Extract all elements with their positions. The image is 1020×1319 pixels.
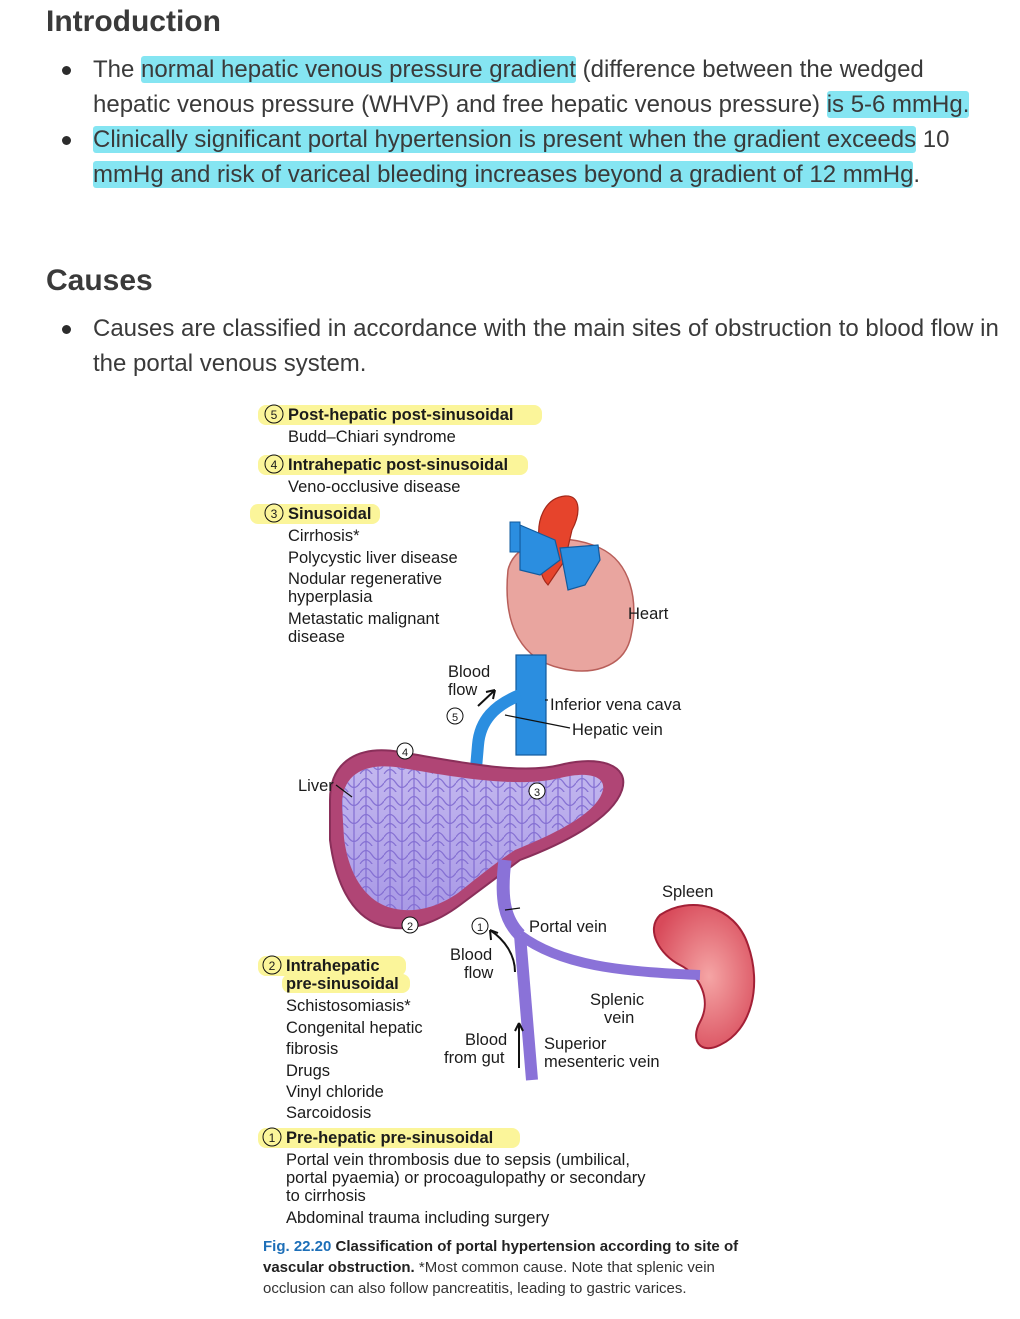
spleen-illustration bbox=[653, 904, 756, 1050]
list-item: Causes are classified in accordance with… bbox=[56, 311, 1006, 381]
causes-heading: Causes bbox=[46, 264, 153, 297]
site-markers: 4 5 3 2 1 bbox=[396, 707, 546, 935]
svg-text:2: 2 bbox=[407, 921, 413, 933]
category-item: Metastatic malignant bbox=[288, 610, 440, 628]
introduction-list: The normal hepatic venous pressure gradi… bbox=[56, 52, 1006, 192]
highlighted-text: mmHg and risk of variceal bleeding incre… bbox=[93, 161, 914, 188]
list-item: The normal hepatic venous pressure gradi… bbox=[56, 52, 1006, 122]
portal-vein bbox=[496, 859, 525, 940]
heart-label: Heart bbox=[628, 605, 669, 623]
number-3-icon bbox=[264, 503, 284, 523]
blood-from-gut-label: from gut bbox=[444, 1049, 505, 1067]
blood-flow-label: Blood bbox=[450, 946, 492, 964]
smv-label: Superior bbox=[544, 1035, 607, 1053]
bullet-icon bbox=[62, 325, 71, 334]
svg-text:2: 2 bbox=[269, 959, 276, 973]
category-highlights bbox=[250, 405, 542, 1148]
hepatic-vein-label: Hepatic vein bbox=[572, 721, 663, 739]
splenic-vein-label: Splenic bbox=[590, 991, 644, 1009]
bullet-icon bbox=[62, 66, 71, 75]
portal-vein-label: Portal vein bbox=[529, 918, 607, 936]
blood-from-gut-label: Blood bbox=[465, 1031, 507, 1049]
number-2-icon bbox=[262, 955, 282, 975]
category-title: pre-sinusoidal bbox=[286, 975, 399, 993]
category-title: Intrahepatic bbox=[286, 957, 380, 975]
flow-arrows bbox=[477, 689, 524, 1068]
blood-flow-label: Blood bbox=[448, 663, 490, 681]
highlighted-text: is 5-6 mmHg. bbox=[826, 91, 970, 118]
liver-label: Liver bbox=[298, 777, 334, 795]
leader-lines bbox=[335, 699, 571, 911]
splenic-vein-label: vein bbox=[604, 1009, 634, 1027]
bullet-icon bbox=[62, 136, 71, 145]
splenic-vein bbox=[517, 930, 701, 980]
superior-mesenteric-vein bbox=[514, 934, 538, 1081]
svg-text:4: 4 bbox=[271, 458, 278, 472]
svg-text:1: 1 bbox=[477, 922, 483, 934]
hepatic-vein bbox=[469, 689, 523, 781]
highlighted-text: Clinically significant portal hypertensi… bbox=[93, 126, 917, 153]
smv-label: mesenteric vein bbox=[544, 1053, 660, 1071]
category-item: Cirrhosis* bbox=[288, 527, 360, 545]
category-item: disease bbox=[288, 628, 345, 646]
category-title: Intrahepatic post-sinusoidal bbox=[288, 456, 508, 474]
blood-flow-label: flow bbox=[464, 964, 493, 982]
category-item: hyperplasia bbox=[288, 588, 373, 606]
category-title: Pre-hepatic pre-sinusoidal bbox=[286, 1129, 493, 1147]
highlighted-text: normal hepatic venous pressure gradient bbox=[141, 56, 576, 83]
svg-text:4: 4 bbox=[402, 747, 408, 759]
inferior-vena-cava bbox=[515, 654, 547, 756]
ivc-label: Inferior vena cava bbox=[550, 696, 682, 714]
category-title: Post-hepatic post-sinusoidal bbox=[288, 406, 514, 424]
category-item: to cirrhosis bbox=[286, 1187, 366, 1205]
svg-text:3: 3 bbox=[271, 507, 278, 521]
category-item: Vinyl chloride bbox=[286, 1083, 384, 1101]
heart-illustration bbox=[506, 495, 635, 672]
category-item: Polycystic liver disease bbox=[288, 549, 458, 567]
causes-list: Causes are classified in accordance with… bbox=[56, 311, 1006, 381]
caption-note: *Most common cause. Note that splenic ve… bbox=[263, 1259, 715, 1297]
category-title: Sinusoidal bbox=[288, 505, 371, 523]
category-item: Portal vein thrombosis due to sepsis (um… bbox=[286, 1151, 630, 1169]
svg-text:3: 3 bbox=[534, 787, 540, 799]
figure-caption: Fig. 22.20 Classification of portal hype… bbox=[263, 1236, 763, 1299]
category-item: Abdominal trauma including surgery bbox=[286, 1209, 550, 1227]
number-5-icon bbox=[264, 404, 284, 424]
list-item: Clinically significant portal hypertensi… bbox=[56, 122, 1006, 192]
category-item: Sarcoidosis bbox=[286, 1104, 371, 1122]
svg-text:5: 5 bbox=[271, 408, 278, 422]
category-item: Budd–Chiari syndrome bbox=[288, 428, 456, 446]
category-item: Drugs bbox=[286, 1062, 330, 1080]
category-item: Congenital hepatic bbox=[286, 1019, 423, 1037]
number-1-icon bbox=[262, 1127, 282, 1147]
introduction-heading: Introduction bbox=[46, 5, 221, 38]
svg-text:1: 1 bbox=[269, 1131, 276, 1145]
category-item: fibrosis bbox=[286, 1040, 338, 1058]
caption-title: Classification of portal hypertension ac… bbox=[263, 1238, 739, 1276]
spleen-label: Spleen bbox=[662, 883, 713, 901]
category-item: Veno-occlusive disease bbox=[288, 478, 460, 496]
category-item: Schistosomiasis* bbox=[286, 997, 411, 1015]
blood-flow-label: flow bbox=[448, 681, 477, 699]
liver-illustration bbox=[329, 749, 625, 930]
figure-number: Fig. 22.20 bbox=[263, 1238, 332, 1255]
svg-text:5: 5 bbox=[452, 712, 458, 724]
number-4-icon bbox=[264, 454, 284, 474]
category-item: Nodular regenerative bbox=[288, 570, 442, 588]
category-item: portal pyaemia) or procoagulopathy or se… bbox=[286, 1169, 646, 1187]
